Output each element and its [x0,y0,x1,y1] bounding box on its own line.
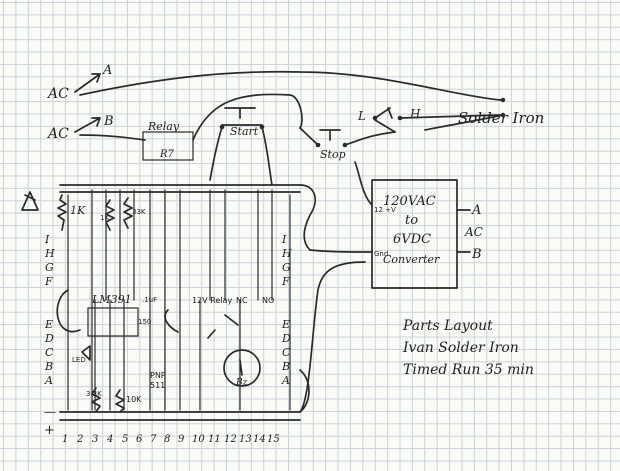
start-label: Start [230,125,259,138]
start-switch: Start [209,107,273,186]
converter-line4: Converter [383,253,440,266]
svg-text:C: C [282,346,291,359]
svg-text:1: 1 [62,434,68,445]
converter-out-ac: AC [464,225,483,239]
stop-label: Stop [320,148,346,161]
cap-01-label: .1uF [142,296,157,304]
pnp-code: 511 [150,381,165,390]
svg-text:15: 15 [267,434,280,445]
solder-iron-switch: L H Solder Iron [357,107,544,133]
svg-text:G: G [282,261,291,274]
rail-minus-left: — [44,405,56,419]
svg-text:E: E [44,318,53,331]
converter-pin-gnd: Gnd [374,250,388,258]
component-leads [91,189,273,411]
svg-text:9: 9 [178,434,185,445]
ic-label: LM391 [91,293,132,306]
relay-label: Relay [147,120,180,133]
relay12-label: 12V Relay [192,296,232,305]
converter-out-a: A [471,203,481,218]
breadboard [59,184,366,421]
wire-ac-b [79,134,146,141]
ac-a-label: AC [46,86,69,102]
pnp-label: PNP [150,371,166,380]
svg-text:6: 6 [136,434,143,445]
svg-text:13: 13 [239,434,252,445]
led-label: LED [72,356,86,364]
column-numbers: 1 2 3 4 5 6 7 8 9 10 11 12 13 14 15 [62,434,280,445]
svg-text:4: 4 [106,434,113,445]
resistor-1k-left: 1K [21,191,86,231]
switch-l-label: L [357,109,366,123]
row-labels-right: I H G F E D C B A [281,233,292,387]
r3-3k-label: 3.3K [86,390,102,398]
svg-text:14: 14 [253,434,266,445]
svg-text:12: 12 [224,434,237,445]
ac-input-a: AC A [46,63,112,102]
pnp-transistor: PNP 511 [150,371,166,390]
buzzer-label: Bz [235,378,248,388]
svg-text:E: E [281,318,290,331]
ac-b-label: AC [46,126,69,142]
svg-text:A: A [281,374,290,387]
converter-block: 120VAC to 6VDC Converter 12 +V Gnd A AC … [309,161,483,289]
no-label: NO [262,296,274,305]
svg-text:A: A [44,374,53,387]
svg-text:5: 5 [122,434,128,445]
relay-12v: 12V Relay NC NO [164,296,274,339]
row-labels-left: I H G F E D C B A — + [44,233,56,438]
svg-text:3: 3 [92,434,98,445]
notes-line1: Parts Layout [402,318,493,334]
solder-iron-label: Solder Iron [458,109,544,127]
wire-loop-bottom-right [299,369,310,413]
notes-line2: Ivan Solder Iron [402,340,519,356]
r1k-b-label: 1K [100,214,109,222]
svg-text:C: C [45,346,54,359]
buzzer: Bz [223,349,261,388]
svg-text:B: B [44,360,53,373]
resistors-lower: 3.3K 10K LED [72,345,142,413]
r1k-label: 1K [70,204,86,217]
converter-line2: to [405,213,418,228]
converter-line1: 120VAC [383,194,436,209]
ic-lm391: LM391 .1uF 150 [87,293,157,337]
ac-a-letter: A [102,63,112,78]
wire-ac-a [79,70,501,101]
rail-plus-left: + [44,423,55,438]
ac-b-letter: B [103,114,114,129]
stop-switch: Stop [299,127,396,161]
svg-text:8: 8 [164,434,170,445]
ac-input-b: AC B [46,114,114,142]
relay-code: R7 [159,149,175,160]
switch-h-label: H [409,107,421,121]
svg-text:I: I [281,233,287,246]
nc-label: NC [236,296,248,305]
svg-text:7: 7 [150,434,157,445]
svg-text:10: 10 [192,434,205,445]
svg-text:H: H [44,247,55,260]
r33k-label: 33K [132,208,146,216]
svg-text:G: G [45,261,54,274]
notes-block: Parts Layout Ivan Solder Iron Timed Run … [402,318,534,378]
converter-pin-pos: 12 +V [374,206,396,214]
svg-text:11: 11 [208,434,221,445]
svg-text:D: D [44,332,54,345]
resistors-upper: 1K 33K [100,197,146,231]
relay-block: Relay R7 [142,93,303,161]
svg-text:D: D [281,332,291,345]
notes-line3: Timed Run 35 min [403,362,534,378]
r10k-label: 10K [126,395,142,404]
converter-out-b: B [471,247,482,262]
wire-loop-left [56,289,81,333]
svg-text:2: 2 [76,434,83,445]
svg-text:F: F [44,275,53,288]
converter-line3: 6VDC [393,232,431,247]
svg-text:F: F [281,275,290,288]
svg-text:H: H [281,247,292,260]
cap-150-label: 150 [138,318,151,326]
svg-text:I: I [44,233,50,246]
svg-text:B: B [281,360,290,373]
